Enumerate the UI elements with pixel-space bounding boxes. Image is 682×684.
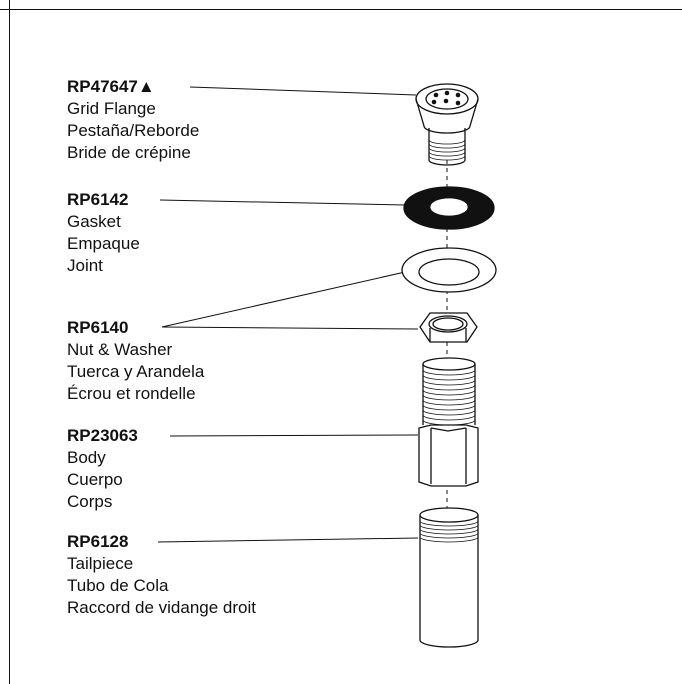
- gasket-part: [403, 186, 495, 230]
- part-name-es: Tubo de Cola: [67, 576, 169, 595]
- part-name-en: Body: [67, 448, 106, 467]
- part-label-gasket: RP6142 Gasket Empaque Joint: [67, 189, 140, 277]
- page-frame-tick: [0, 9, 9, 10]
- flange-threads: [428, 139, 466, 161]
- page-frame-left: [9, 0, 10, 684]
- part-name-fr: Joint: [67, 256, 103, 275]
- part-label-tailpiece: RP6128 Tailpiece Tubo de Cola Raccord de…: [67, 531, 256, 619]
- grid-flange-part: [415, 83, 479, 166]
- tailpiece-part: [419, 507, 479, 648]
- part-code: RP23063: [67, 426, 138, 445]
- part-label-grid-flange: RP47647▲ Grid Flange Pestaña/Reborde Bri…: [67, 76, 199, 164]
- part-name-es: Tuerca y Arandela: [67, 362, 205, 381]
- page-frame-top: [9, 9, 682, 10]
- body-threads: [422, 369, 476, 426]
- part-name-en: Gasket: [67, 212, 121, 231]
- body-part: [418, 357, 479, 487]
- tailpiece-threads: [419, 520, 479, 543]
- part-name-es: Cuerpo: [67, 470, 123, 489]
- part-name-fr: Corps: [67, 492, 113, 511]
- part-name-es: Pestaña/Reborde: [67, 121, 200, 140]
- part-label-nut-washer: RP6140 Nut & Washer Tuerca y Arandela Éc…: [67, 317, 204, 405]
- part-code: RP47647▲: [67, 77, 155, 96]
- part-name-es: Empaque: [67, 234, 140, 253]
- part-name-fr: Raccord de vidange droit: [67, 598, 257, 617]
- part-label-body: RP23063 Body Cuerpo Corps: [67, 425, 138, 513]
- part-name-en: Grid Flange: [67, 99, 156, 118]
- part-name-en: Nut & Washer: [67, 340, 173, 359]
- part-code: RP6128: [67, 532, 129, 551]
- washer-part: [401, 247, 497, 293]
- grid-holes: [431, 90, 461, 106]
- part-code: RP6140: [67, 318, 129, 337]
- part-name-en: Tailpiece: [67, 554, 134, 573]
- leader-lines: [157, 86, 419, 543]
- part-name-fr: Écrou et rondelle: [67, 384, 196, 403]
- part-name-fr: Bride de crépine: [67, 143, 191, 162]
- hex-nut-part: [419, 312, 478, 343]
- part-code: RP6142: [67, 190, 129, 209]
